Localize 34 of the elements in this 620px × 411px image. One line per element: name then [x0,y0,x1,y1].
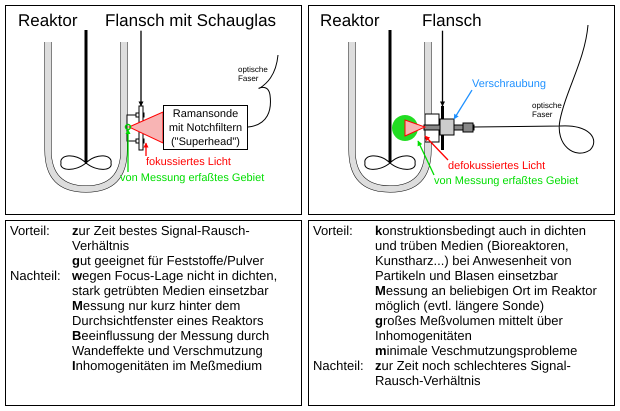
measurement-region [124,124,132,130]
annotation-label: von Messung erfaßtes Gebiet [120,172,264,184]
list-item: zur Zeit noch schlechteres Signal-Rausch-Verhältnis [375,358,572,388]
reactor-label: Reaktor [320,12,380,31]
arrow [138,30,144,107]
list-item: Inhomogenitäten im Meßmedium [72,358,264,373]
fiber-label: optische Faser [532,102,563,120]
fiber-label: optische Faser [238,66,269,84]
arrow [440,30,446,107]
section-heading: Nachteil: [10,268,62,285]
arrow [453,90,473,120]
probe-box: Ramansonde mit Notchfiltern ("Superhead") [163,105,248,150]
notes-panel [5,220,302,406]
part-label: Flansch mit Schauglas [105,12,276,31]
light-cone [404,119,426,137]
screw-fitting [440,118,454,136]
annotation-label: defokussiertes Licht [448,160,546,172]
section-heading: Vorteil: [10,223,51,240]
part-label: Flansch [422,12,482,31]
annotation-label: fokussiertes Licht [146,156,231,168]
list-item: minimale Veschmutzungsprobleme [375,343,578,358]
arrow [424,136,448,160]
arrow [417,140,435,176]
arrow [125,128,131,172]
notes-panel [308,220,615,406]
section-heading: Nachteil: [313,358,365,375]
arrow [143,142,149,156]
section-heading: Vorteil: [313,223,354,240]
annotation-label: von Messung erfaßtes Gebiet [434,175,578,188]
list-item: gut geeignet für Feststoffe/Pulver [72,253,265,268]
list-item: Messung an beliebigen Ort im Reaktor möglich (evtl. längere Sonde) [375,283,598,313]
reactor-label: Reaktor [18,12,78,31]
light-cone [128,111,164,144]
annotation-label: Verschraubung [472,78,546,90]
